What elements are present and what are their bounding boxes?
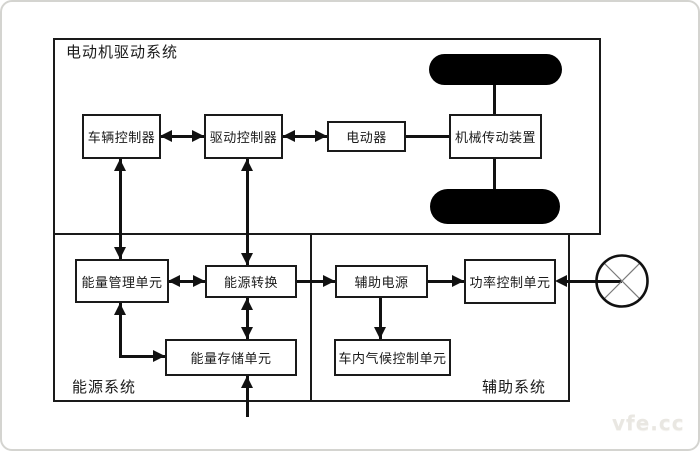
connector-circle-powerctl (567, 280, 622, 283)
arrowhead-down-icon (374, 327, 386, 339)
section-label-auxiliary-system: 辅助系统 (482, 378, 547, 396)
arrowhead-up-icon (241, 298, 253, 310)
arrowhead-right-icon (315, 130, 327, 142)
arrowhead-up-icon (114, 159, 126, 171)
arrowhead-right-icon (153, 350, 165, 362)
connector-conversion-storage (246, 298, 249, 339)
box-motor-label: 电动器 (346, 131, 387, 146)
arrowhead-left-icon (555, 275, 567, 287)
box-climate-control-unit: 车内气候控制单元 (334, 339, 451, 376)
box-auxiliary-power-label: 辅助电源 (354, 276, 409, 291)
box-motor: 电动器 (327, 121, 406, 152)
box-vehicle-controller-label: 车辆控制器 (87, 131, 156, 146)
box-power-control-label: 功率控制单元 (469, 276, 551, 291)
connector-motor-transmission (405, 135, 449, 138)
box-transmission: 机械传动装置 (449, 114, 542, 159)
arrowhead-up-icon (241, 376, 253, 388)
connector-drive-motor (283, 135, 327, 138)
connector-conversion-auxpower (297, 280, 335, 283)
connector-vehicle-energy-mgmt (119, 159, 122, 259)
connector-external-storage (246, 376, 249, 417)
arrowhead-left-icon (283, 130, 295, 142)
connector-mgmt-storage-vertical (119, 303, 122, 358)
box-transmission-label: 机械传动装置 (454, 131, 536, 146)
box-energy-conversion-label: 能源转换 (223, 276, 278, 291)
box-energy-storage-label: 能量存储单元 (190, 352, 272, 367)
arrowhead-left-icon (160, 130, 172, 142)
connector-drive-energy-conv (246, 159, 249, 265)
arrowhead-right-icon (193, 275, 205, 287)
box-energy-management-unit: 能量管理单元 (75, 259, 169, 303)
box-power-control-unit: 功率控制单元 (464, 259, 556, 304)
box-vehicle-controller: 车辆控制器 (82, 114, 161, 159)
arrowhead-right-icon (452, 275, 464, 287)
box-drive-controller-label: 驱动控制器 (209, 131, 278, 146)
arrowhead-right-icon (323, 275, 335, 287)
arrowhead-down-icon (241, 253, 253, 265)
box-climate-control-label: 车内气候控制单元 (338, 352, 447, 367)
arrowhead-left-icon (168, 275, 180, 287)
section-auxiliary-system (310, 233, 570, 402)
arrowhead-down-icon (241, 327, 253, 339)
arrowhead-up-icon (114, 303, 126, 315)
axle-top (493, 85, 496, 114)
box-energy-storage-unit: 能量存储单元 (165, 339, 297, 376)
section-label-motor-drive-system: 电动机驱动系统 (66, 43, 179, 61)
wheel-bottom-icon (430, 189, 560, 224)
arrowhead-down-icon (114, 247, 126, 259)
box-auxiliary-power: 辅助电源 (335, 265, 428, 298)
connector-mgmt-storage-horizontal (119, 355, 165, 358)
axle-bottom (493, 159, 496, 189)
box-energy-management-label: 能量管理单元 (81, 275, 163, 291)
box-drive-controller: 驱动控制器 (204, 114, 283, 159)
arrowhead-up-icon (241, 159, 253, 171)
section-label-energy-system: 能源系统 (72, 378, 137, 396)
connector-auxpower-powerctl (428, 280, 464, 283)
connector-mgmt-conversion (168, 280, 205, 283)
watermark: vfe.cc (612, 411, 685, 435)
crossed-circle-icon (595, 254, 649, 308)
box-energy-conversion: 能源转换 (205, 265, 297, 298)
connector-vehicle-drive (160, 135, 204, 138)
connector-auxpower-climate (379, 298, 382, 339)
arrowhead-right-icon (192, 130, 204, 142)
wheel-top-icon (429, 54, 562, 85)
